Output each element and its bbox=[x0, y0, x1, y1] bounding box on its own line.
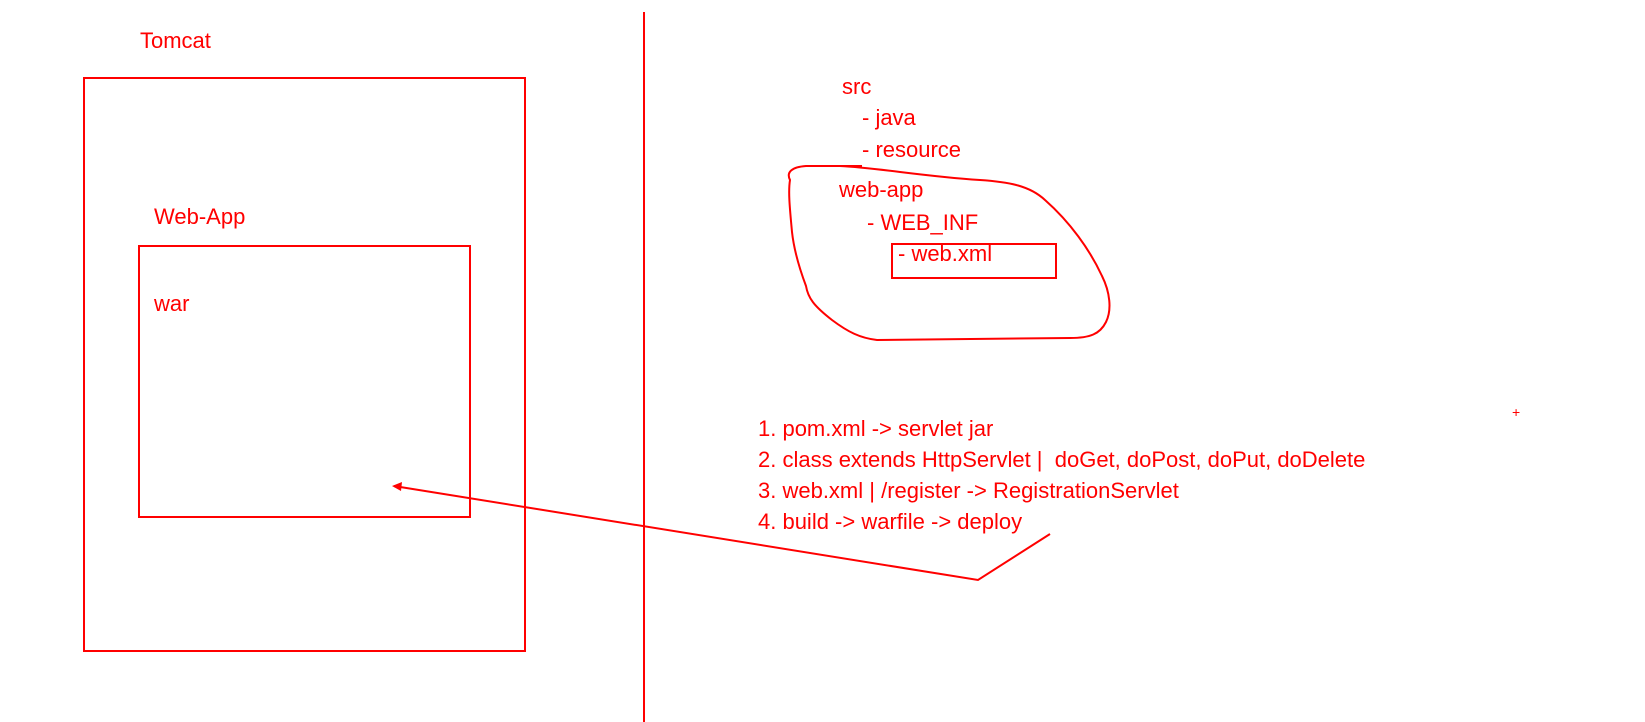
tree-web-xml: - web.xml bbox=[898, 241, 993, 266]
deploy-arrowhead bbox=[392, 482, 402, 491]
step-2: 2. class extends HttpServlet | doGet, do… bbox=[758, 447, 1366, 472]
tree-web-inf: - WEB_INF bbox=[867, 210, 979, 235]
war-label: war bbox=[154, 291, 190, 316]
tomcat-box bbox=[83, 77, 526, 652]
tree-resource: - resource bbox=[862, 137, 962, 162]
step-3: 3. web.xml | /register -> RegistrationSe… bbox=[758, 478, 1179, 503]
step-1: 1. pom.xml -> servlet jar bbox=[758, 416, 994, 441]
web-app-box bbox=[138, 245, 471, 518]
tree-web-app: web-app bbox=[839, 177, 924, 202]
web-xml-box bbox=[891, 243, 1057, 279]
freehand-circle bbox=[787, 165, 1111, 341]
deploy-arrow-line bbox=[393, 485, 1051, 582]
tomcat-label: Tomcat bbox=[140, 28, 211, 53]
web-app-label: Web-App bbox=[154, 204, 246, 229]
step-4: 4. build -> warfile -> deploy bbox=[758, 509, 1023, 534]
tree-src: src bbox=[842, 74, 872, 99]
tree-java: - java bbox=[862, 105, 916, 130]
cursor-mark: + bbox=[1512, 404, 1521, 420]
